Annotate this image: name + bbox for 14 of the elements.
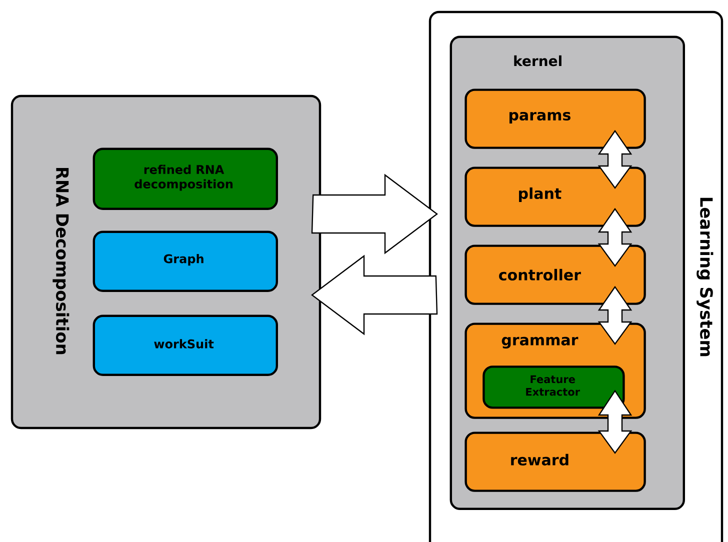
panel-title: Learning System [696, 198, 714, 356]
box-label: params [510, 112, 570, 124]
box-label: plant [519, 187, 562, 202]
box-label: reward [511, 454, 568, 466]
box-label: refined RNA decomposition [134, 164, 233, 191]
box-heading: kernel [514, 55, 562, 66]
box-label: workSuit [154, 339, 214, 348]
box-heading: grammar [502, 336, 578, 348]
block-arrow [311, 254, 438, 336]
box-label: Feature Extractor [526, 375, 580, 396]
panel-title: RNA Decomposition [52, 168, 70, 354]
block-arrow [311, 174, 438, 254]
box-label: Graph [164, 254, 204, 266]
box-label: controller [499, 268, 581, 280]
